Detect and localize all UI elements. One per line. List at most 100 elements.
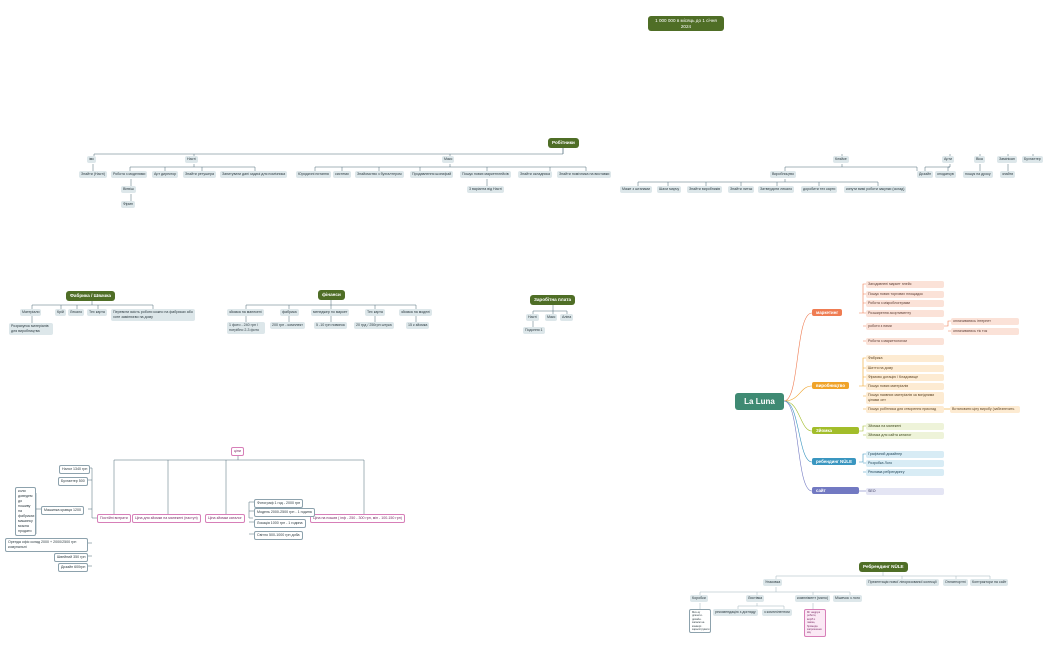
worker-node[interactable]: Бухгалтер	[1022, 156, 1043, 163]
worker-node[interactable]: Кляйке	[833, 156, 849, 163]
postcard-item[interactable]: з комплілентом	[762, 609, 792, 616]
salary-subitem[interactable]: Подоння 1	[523, 327, 545, 334]
site-item[interactable]: SEO	[866, 488, 944, 495]
worker-node[interactable]: Насті	[185, 156, 198, 163]
costs-branch[interactable]: Ціна зйомки каталог	[205, 514, 245, 523]
branch-rebranding[interactable]: ребендинг NÜLE	[812, 458, 857, 465]
costs-root[interactable]: ціни	[231, 447, 244, 456]
rebrand-item[interactable]: Контрактори на сайт	[970, 579, 1009, 586]
marketing-subitem[interactable]: оплачиватись тік ток	[951, 328, 1019, 335]
marketing-item[interactable]: Загодовнені маркет плейс	[866, 281, 944, 288]
production-item[interactable]: Пошук наявних матеріалів за вигідними ці…	[866, 392, 944, 404]
salary-item[interactable]: Насті	[526, 314, 539, 321]
finance-item[interactable]: зйомка на моделі	[399, 309, 433, 316]
packaging-item[interactable]: Мішечок з лого	[833, 595, 863, 602]
worker-subtask[interactable]: Вінвіш	[121, 186, 136, 193]
worker-task[interactable]: Юридичні питання	[296, 171, 331, 178]
catalog-cost[interactable]: Модель 2000-2500 грн - 1 година	[254, 508, 315, 517]
catalog-cost[interactable]: Фотограф 1 год - 2000 грн	[254, 499, 304, 508]
worker-subtask[interactable]: Шахи марчу	[657, 186, 682, 193]
fixed-cost[interactable]: Оренда офіс склад 2000 + 2000/2500 грн к…	[5, 538, 88, 552]
worker-node[interactable]: Макс	[442, 156, 455, 163]
catalog-cost[interactable]: Локація 1000 грн - 1 година	[254, 519, 306, 528]
packaging-item[interactable]: Листівка	[746, 595, 765, 602]
branch-production[interactable]: виробництво	[812, 382, 849, 389]
costs-branch[interactable]: Постійні витрати	[97, 514, 131, 523]
worker-subtask[interactable]: Знайти виробників	[687, 186, 723, 193]
factory-item[interactable]: Лекало	[68, 309, 85, 316]
factory-item[interactable]: Крій	[55, 309, 66, 316]
compliment-note[interactable]: Мт надруж робити, виріб з лакою, бромида…	[804, 609, 826, 637]
la-luna-center[interactable]: La Luna	[735, 393, 784, 410]
marketing-subitem[interactable]: оплачиватись інтернет	[951, 318, 1019, 325]
packaging-note[interactable]: Меч-ку дпачети-дизайн-запасні на конверт…	[689, 609, 711, 634]
worker-task[interactable]: системи	[333, 171, 351, 178]
worker-task[interactable]: Знайти помічника на виставки	[557, 171, 612, 178]
worker-subtask[interactable]: доробити тех карти	[801, 186, 838, 193]
finance-value[interactable]: 200 грн - комплект	[270, 322, 305, 329]
photo-item[interactable]: Зйомка на манекені	[866, 423, 944, 430]
fixed-cost[interactable]: Машинка кравця 1200	[41, 506, 85, 515]
worker-subtask[interactable]: кинути вимі роботи закупки (склад)	[844, 186, 907, 193]
worker-subtask[interactable]: Маже з штанами	[620, 186, 653, 193]
rebranding-item[interactable]: Графічний дизайнер	[866, 451, 944, 458]
branch-marketing[interactable]: маркетинг	[812, 309, 843, 316]
worker-subtask[interactable]: Знайти литья	[728, 186, 755, 193]
salary-item[interactable]: Макс	[545, 314, 558, 321]
packaging-item[interactable]: Коробки	[690, 595, 708, 602]
branch-site[interactable]: сайт	[812, 487, 859, 494]
worker-subtask[interactable]: Затвердити лекало	[758, 186, 795, 193]
finance-value[interactable]: 5 -10 грн новинок	[314, 322, 347, 329]
production-item[interactable]: Фабрика	[866, 355, 944, 362]
worker-task[interactable]: оподаткув	[935, 171, 956, 178]
costs-branch[interactable]: Ціна на пошив ( інф - 250 - 300 грн, мін…	[310, 514, 405, 523]
worker-subtask[interactable]: 3 варіанта від Насті	[467, 186, 504, 193]
costs-branch[interactable]: Ціна для зйомки на манекені (наступ)	[132, 514, 201, 523]
worker-task[interactable]: Запитувати дані задачі для помічника	[220, 171, 288, 178]
worker-node[interactable]: Арти	[942, 156, 954, 163]
production-item[interactable]: Шиття на дому	[866, 365, 944, 372]
worker-subtask[interactable]: Фірмп	[121, 201, 135, 208]
worker-task[interactable]: Знайти ретушера	[183, 171, 217, 178]
factory-subitem[interactable]: Розрахунок матеріалів для виробництва	[9, 323, 53, 335]
worker-task[interactable]: Арт директор	[152, 171, 179, 178]
worker-task[interactable]: Виробництво	[770, 171, 797, 178]
worker-task[interactable]: знайти	[1000, 171, 1016, 178]
fixed-cost[interactable]: Бухгалтер 500	[58, 477, 88, 486]
worker-node[interactable]: Замінікан	[997, 156, 1017, 163]
finance-item[interactable]: фабрика	[280, 309, 299, 316]
worker-task[interactable]: Дизайн	[917, 171, 934, 178]
machine-note[interactable]: коли доведем до пошиву на фабриках машин…	[15, 487, 36, 536]
rebrand-item[interactable]: Оплатпортні	[943, 579, 968, 586]
worker-task[interactable]: Знайомство з бухгалтером	[355, 171, 404, 178]
production-item[interactable]: Пошук робітника для створення приклад	[866, 406, 944, 413]
production-item[interactable]: Пошук нових матеріалів	[866, 383, 944, 390]
marketing-item[interactable]: роботи з ними	[866, 323, 944, 330]
packaging-item[interactable]: комплімент (мило)	[795, 595, 831, 602]
finance-value[interactable]: 15 к зйомка	[406, 322, 430, 329]
branch-photo[interactable]: Зйомка	[812, 427, 859, 434]
salary-item[interactable]: Аліна	[560, 314, 574, 321]
rebranding-item[interactable]: Реклама ребрендингу	[866, 469, 944, 476]
worker-task[interactable]: Знайти (Насті)	[79, 171, 108, 178]
worker-node[interactable]: Віка	[974, 156, 985, 163]
finance-item[interactable]: менеджер по маркет	[311, 309, 350, 316]
marketing-item[interactable]: Розширення асортименту	[866, 310, 944, 317]
finance-title[interactable]: фінанси	[318, 290, 345, 300]
production-item[interactable]: Фірмово дотацію / Кладовище	[866, 374, 944, 381]
finance-item[interactable]: зйомка на манекені	[227, 309, 264, 316]
goal-title[interactable]: 1 000 000 в місяць до 1 січня 2024	[648, 16, 724, 31]
factory-item[interactable]: Тех карта	[87, 309, 107, 316]
marketing-item[interactable]: Пошук нових торгових площадок	[866, 291, 944, 298]
photo-item[interactable]: Зйомка для сайта каталог	[866, 432, 944, 439]
worker-task[interactable]: Пошук нових маркетплейсів	[460, 171, 511, 178]
fixed-cost[interactable]: Налог 1340 грн	[59, 465, 91, 474]
worker-node[interactable]: імк	[87, 156, 96, 163]
rebrand-title[interactable]: Ребрендинг NÜLE	[859, 562, 908, 572]
worker-task[interactable]: Робота з моделями	[111, 171, 148, 178]
finance-item[interactable]: Тех карта	[365, 309, 385, 316]
worker-task[interactable]: Знайти складника	[518, 171, 553, 178]
factory-item[interactable]: Перевити якість роботи кожно на фабриках…	[111, 309, 195, 321]
postcard-item[interactable]: рекомендацію з догляду	[713, 609, 758, 616]
fixed-cost[interactable]: Дизайн 600грн	[58, 563, 89, 572]
